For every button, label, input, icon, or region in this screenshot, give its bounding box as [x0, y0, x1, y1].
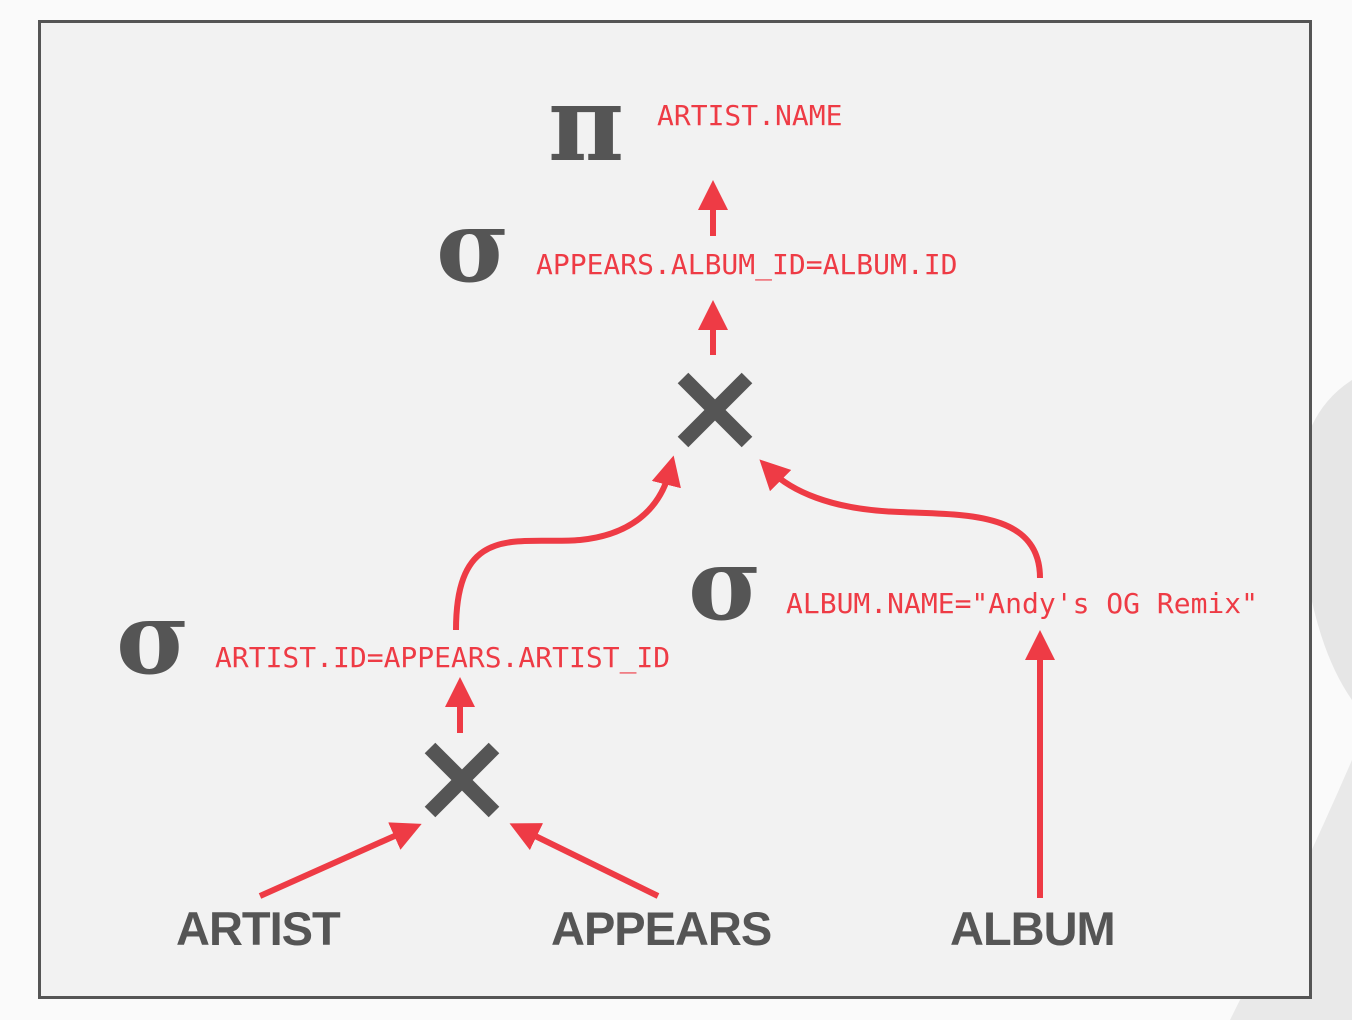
relation-appears: APPEARS: [551, 902, 772, 955]
projection-predicate: ARTIST.NAME: [657, 99, 843, 132]
select-album-symbol: σ: [688, 525, 762, 643]
select-join-predicate: APPEARS.ALBUM_ID=ALBUM.ID: [536, 248, 958, 281]
select-join-symbol: σ: [436, 187, 510, 305]
relation-artist: ARTIST: [176, 902, 341, 955]
diagram-frame: [38, 20, 1312, 999]
select-album-predicate: ALBUM.NAME="Andy's OG Remix": [786, 587, 1259, 620]
edge-select-album-to-upper-join: [759, 459, 1043, 579]
edge-artist-to-join: [258, 822, 422, 899]
edge-appears-to-join: [509, 823, 660, 899]
relation-album: ALBUM: [950, 902, 1116, 955]
lower-join-icon: [424, 742, 500, 818]
projection-symbol: π: [548, 62, 625, 185]
select-artist-symbol: σ: [116, 579, 190, 697]
select-artist-predicate: ARTIST.ID=APPEARS.ARTIST_ID: [215, 641, 671, 674]
edge-select-artist-to-upper-join: [453, 455, 681, 631]
upper-join-icon: [677, 372, 753, 448]
